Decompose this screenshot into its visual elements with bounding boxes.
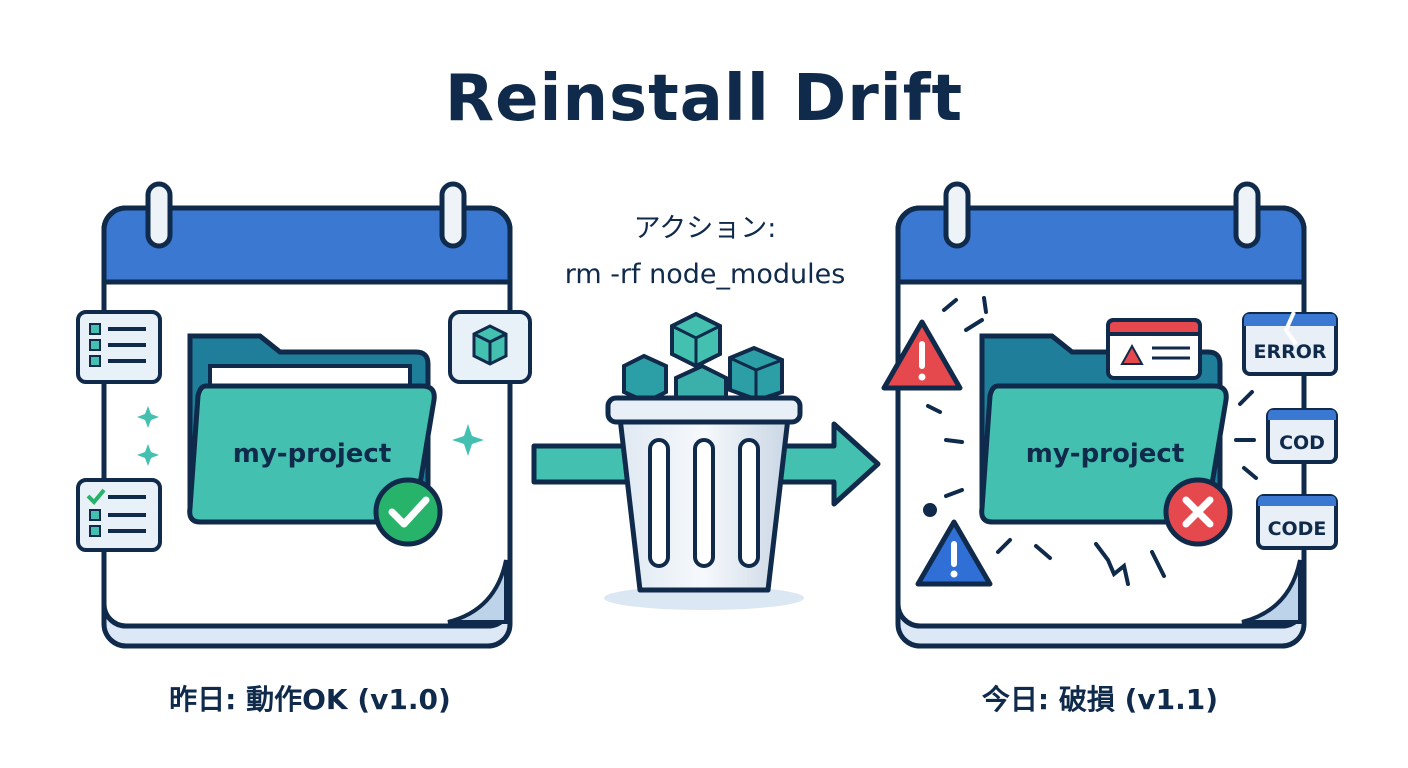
after-folder-label: my-project <box>1026 439 1185 469</box>
warning-red-icon <box>881 319 963 391</box>
check-circle-icon <box>373 477 443 547</box>
package-box-icon <box>448 310 532 384</box>
page-curl <box>447 559 508 624</box>
action-label: アクション: <box>633 213 777 244</box>
glitch-marks <box>923 296 1262 586</box>
before-folder-icon <box>187 333 437 525</box>
before-caption: 昨日: 動作OK (v1.0) <box>169 683 451 716</box>
code-tag: CODE <box>1256 494 1338 550</box>
cod-tag: COD <box>1266 408 1338 464</box>
cod-tag-label: COD <box>1279 432 1325 454</box>
package-cubes <box>622 311 784 405</box>
calendar-ring-left <box>145 181 173 249</box>
after-caption: 今日: 破損 (v1.1) <box>981 683 1219 716</box>
page-title: Reinstall Drift <box>444 62 964 136</box>
warning-blue-icon <box>915 519 993 587</box>
action-label-block: アクション: rm -rf node_modules <box>530 206 880 298</box>
calendar-ring-right <box>439 181 467 249</box>
before-folder-label: my-project <box>233 439 392 469</box>
error-window-icon <box>1106 318 1202 380</box>
sparkle-icon <box>137 406 484 466</box>
checklist-icon-bottom <box>76 478 162 552</box>
trash-can-icon <box>604 311 804 610</box>
code-tag-label: CODE <box>1268 518 1327 540</box>
x-circle-icon <box>1163 477 1233 547</box>
error-tag-label: ERROR <box>1253 341 1326 363</box>
checklist-icon-top <box>76 310 162 384</box>
action-command: rm -rf node_modules <box>564 259 846 290</box>
error-tag: ERROR <box>1242 311 1338 376</box>
